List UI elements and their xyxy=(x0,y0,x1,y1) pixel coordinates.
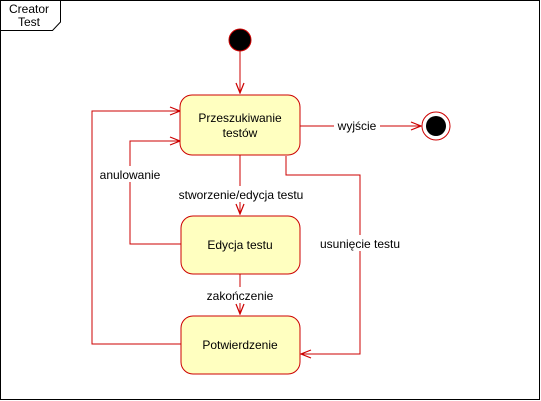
frame-title-line1: Creator xyxy=(9,2,49,16)
state-search-label-line2: testów xyxy=(223,126,258,140)
transition-create-edit-label-bg xyxy=(168,186,314,202)
transition-delete-label-bg xyxy=(312,235,408,251)
initial-node xyxy=(228,28,252,52)
transition-create-edit-label: stworzenie/edycja testu xyxy=(179,188,304,202)
state-search-label-line1: Przeszukiwanie xyxy=(198,111,282,125)
transition-delete-label: usunięcie testu xyxy=(320,237,400,251)
final-node-dot xyxy=(426,116,446,136)
frame-title-tab xyxy=(0,0,61,31)
frame-title-line2: Test xyxy=(18,15,41,29)
state-search xyxy=(179,94,301,156)
state-edit xyxy=(180,215,301,275)
transition-cancel-label: anulowanie xyxy=(100,168,161,182)
transition-finish-label: zakończenie xyxy=(207,289,274,303)
state-edit-label: Edycja testu xyxy=(207,238,272,252)
transition-cancel-label-bg xyxy=(94,166,166,182)
state-confirm xyxy=(180,315,301,375)
transition-finish-label-bg xyxy=(200,287,280,303)
transition-exit-label-bg xyxy=(334,117,380,133)
transition-delete xyxy=(285,156,361,354)
state-confirm-label: Potwierdzenie xyxy=(202,338,278,352)
transition-cancel xyxy=(129,141,181,245)
transition-return-to-search xyxy=(91,111,181,345)
transition-exit-label: wyjście xyxy=(337,119,377,133)
